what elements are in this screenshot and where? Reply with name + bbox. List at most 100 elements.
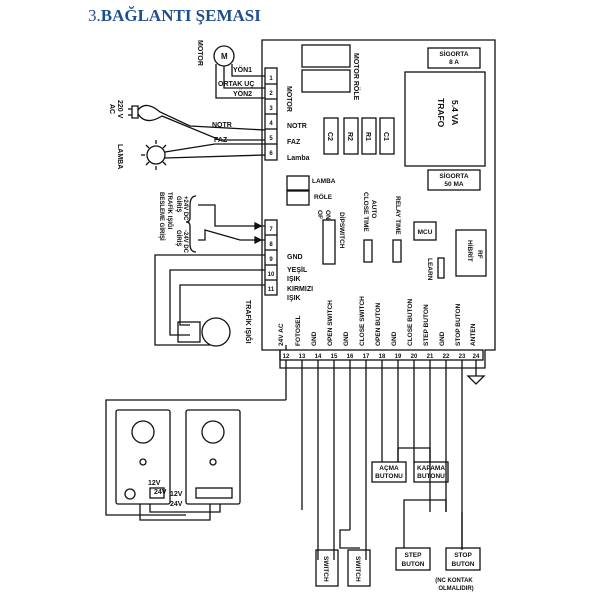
motor-relay-2: [301, 69, 351, 93]
label-close-buton: CLOSE BUTON: [407, 299, 414, 346]
step-label-1: STEP: [405, 552, 423, 559]
giris-2-label: GİRİŞ: [175, 230, 182, 246]
label-gnd-22: GND: [439, 331, 446, 346]
lamp-relay-label-1: LAMBA: [312, 178, 336, 185]
fuse-bottom-label-2: 50 MA: [444, 181, 463, 188]
cap-c2: [323, 117, 339, 155]
motor-relay-1: [301, 44, 351, 68]
acma-label-1: AÇMA: [379, 465, 399, 472]
label-gnd-14: GND: [311, 331, 318, 346]
fuse-top-label-2: 8 A: [449, 59, 459, 66]
ortak-label: ORTAK UÇ: [218, 81, 254, 88]
step-label-2: BUTON: [402, 561, 425, 568]
close-switch-label: SWITCH: [354, 556, 361, 582]
module-12v-left: 12V: [148, 480, 161, 487]
kapama-button: [413, 461, 449, 483]
res-r2-label: R2: [346, 132, 353, 141]
terminal-8: 8: [269, 242, 273, 248]
lamba-board-label: Lamba: [287, 155, 310, 162]
terminal-21: 21: [427, 354, 434, 360]
ac-label: AC: [108, 104, 115, 114]
rf-label-1: RF: [476, 250, 483, 259]
yesil-label-2: IŞIK: [287, 276, 301, 283]
label-stop-buton: STOP BUTON: [455, 303, 462, 346]
terminal-14: 14: [315, 354, 322, 360]
acma-button: [371, 461, 407, 483]
kapama-label-2: BUTONU: [417, 473, 445, 480]
module-12v-right: 12V: [170, 491, 183, 498]
notr-ext-label: NOTR: [212, 122, 232, 129]
label-fotosel: FOTOSEL: [295, 315, 302, 346]
faz-ext-label: FAZ: [214, 137, 228, 144]
terminal-3: 3: [269, 106, 273, 112]
learn-button: [437, 257, 445, 279]
terminal-7: 7: [269, 227, 273, 233]
yon1-label: YÖN1: [233, 65, 252, 74]
nc-note-2: OLMALIDIR): [438, 586, 473, 592]
auto-close-label-2: CLOSE TIME: [362, 192, 369, 232]
terminal-1: 1: [269, 76, 273, 82]
label-close-switch: CLOSE SWITCH: [359, 296, 366, 346]
page-title: 3.BAĞLANTI ŞEMASI: [88, 6, 261, 26]
terminal-17: 17: [363, 354, 370, 360]
label-anten: ANTEN: [470, 323, 477, 346]
res-r1-label: R1: [364, 132, 371, 141]
motor-vertical-label: MOTOR: [285, 86, 292, 112]
terminal-4: 4: [269, 121, 273, 127]
cap-c1: [379, 117, 395, 155]
close-switch: [347, 549, 371, 587]
nc-note-1: (NC KONTAK: [435, 578, 473, 584]
dc-24-top-label: +24V DC: [182, 196, 188, 221]
terminal-24: 24: [473, 354, 480, 360]
terminal-10: 10: [268, 272, 275, 278]
traffic-light-base: [177, 321, 201, 343]
trafik-supply-label-2: BESLEME GİRİŞİ: [158, 192, 165, 241]
transformer: [404, 71, 486, 167]
terminal-16: 16: [347, 354, 354, 360]
label-24v-ac: 24V AC: [278, 323, 285, 346]
terminal-20: 20: [411, 354, 418, 360]
label-gnd-19: GND: [391, 331, 398, 346]
mcu-label: MCU: [418, 229, 433, 236]
trafo-label-2: TRAFO: [436, 98, 446, 128]
learn-label: LEARN: [426, 258, 433, 281]
auto-close-pot: [363, 239, 373, 263]
kirmizi-label-1: KIRMIZI: [287, 286, 313, 293]
relay-time-label: RELAY TIME: [394, 196, 401, 235]
relay-time-pot: [392, 239, 402, 263]
yesil-label-1: YEŞİL: [287, 266, 308, 274]
notr-board-label: NOTR: [287, 123, 307, 130]
step-button: [395, 547, 431, 571]
board-outline: [261, 39, 496, 369]
terminal-12: 12: [283, 354, 290, 360]
gnd-mid-label: GND: [287, 254, 303, 261]
dip-on-label: ON: [324, 210, 331, 220]
antenna-ground: [466, 375, 486, 385]
mcu-chip: [413, 221, 437, 241]
faz-board-label: FAZ: [287, 139, 301, 146]
kapama-label-1: KAPAMA: [417, 465, 445, 472]
trafo-label-1: 5.4 VA: [450, 100, 460, 125]
motor-ext-label: MOTOR: [196, 40, 203, 66]
lamp-relay-2: [286, 190, 310, 206]
fuse-bottom: [427, 169, 481, 191]
terminal-block-middle: [264, 219, 278, 296]
motor-relay-label: MOTOR RÖLE: [352, 53, 361, 101]
open-switch-label: SWITCH: [322, 556, 329, 582]
dc-24-bottom-label: -24V DC: [182, 230, 188, 254]
motor-m-symbol: M: [221, 52, 228, 61]
cap-c2-label: C2: [326, 132, 333, 141]
power-plug: [131, 105, 139, 119]
dip-of-label: OF: [316, 210, 323, 219]
auto-close-label-1: AUTO: [370, 200, 377, 218]
stop-label-2: BUTON: [452, 561, 475, 568]
res-r1: [361, 117, 377, 155]
fuse-top-label-1: SİGORTA: [439, 50, 468, 58]
terminal-11: 11: [268, 287, 275, 293]
lamba-ext-label: LAMBA: [116, 144, 123, 169]
trafik-isigi-label: TRAFİK IŞIĞI: [244, 300, 253, 344]
module-24v-left: 24V: [154, 489, 167, 496]
yon2-label: YÖN2: [233, 89, 252, 98]
terminal-9: 9: [269, 257, 273, 263]
terminal-19: 19: [395, 354, 402, 360]
